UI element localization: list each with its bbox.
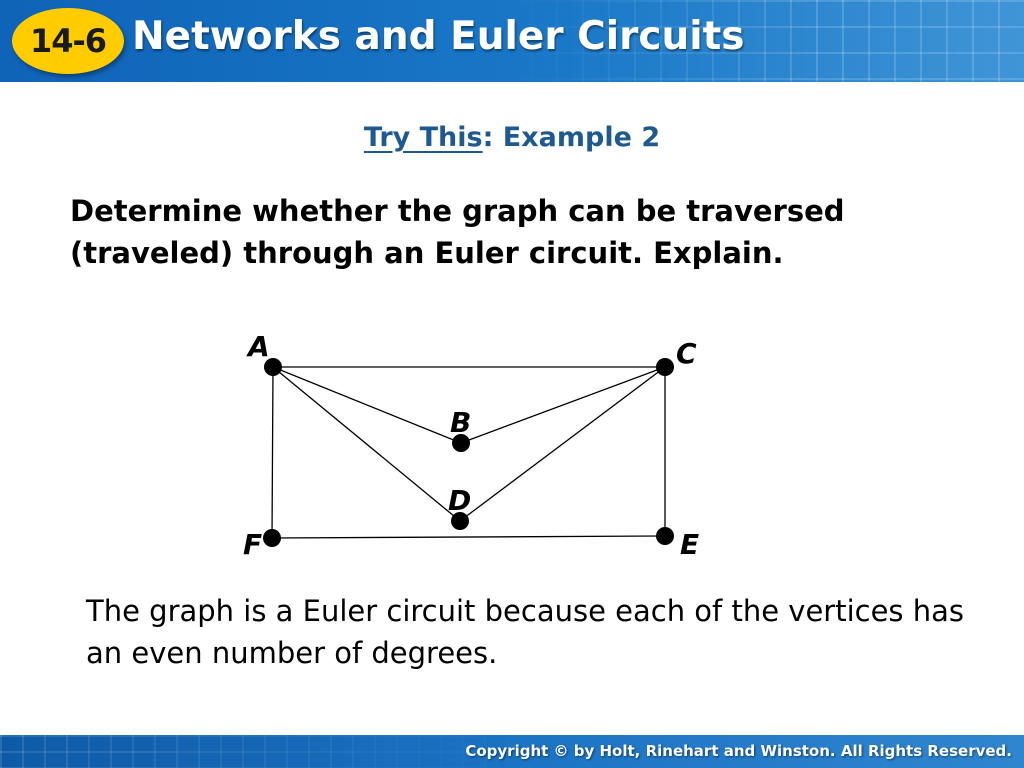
slide-header: 14-6 Networks and Euler Circuits — [0, 0, 1024, 82]
footer-grid-pattern — [0, 735, 1024, 768]
edge-AB — [272, 366, 462, 444]
vertex-label-e: E — [680, 528, 699, 561]
vertex-label-a: A — [246, 330, 270, 363]
vertex-b — [452, 434, 470, 452]
copyright-notice: Copyright © by Holt, Rinehart and Winsto… — [465, 742, 1012, 760]
vertex-c — [656, 358, 674, 376]
graph-vertex-labels: A B C D E F — [243, 330, 699, 561]
edge-AD — [272, 366, 461, 522]
question-text: Determine whether the graph can be trave… — [70, 194, 845, 270]
edge-AF — [271, 366, 274, 539]
slide-title: Networks and Euler Circuits — [132, 14, 745, 59]
edge-CB — [460, 366, 666, 444]
answer-text: The graph is a Euler circuit because eac… — [86, 594, 965, 670]
edge-CD — [459, 366, 666, 522]
vertex-label-d: D — [448, 484, 471, 517]
header-grid-pattern — [504, 0, 1024, 82]
vertex-f — [263, 529, 281, 547]
edge-FE — [271, 535, 666, 539]
vertex-e — [656, 527, 674, 545]
example-label: : Example 2 — [482, 122, 661, 153]
graph-edges — [271, 366, 666, 539]
lesson-badge: 14-6 — [12, 8, 124, 74]
try-this-link[interactable]: Try This — [363, 122, 483, 153]
graph-vertices — [263, 358, 674, 547]
vertex-a — [264, 358, 282, 376]
vertex-label-c: C — [676, 337, 697, 370]
vertex-label-f: F — [243, 528, 262, 561]
slide-footer: Copyright © by Holt, Rinehart and Winsto… — [0, 735, 1024, 768]
vertex-d — [451, 512, 469, 530]
vertex-label-b: B — [450, 406, 471, 439]
example-heading: Try This: Example 2 — [0, 122, 1024, 153]
